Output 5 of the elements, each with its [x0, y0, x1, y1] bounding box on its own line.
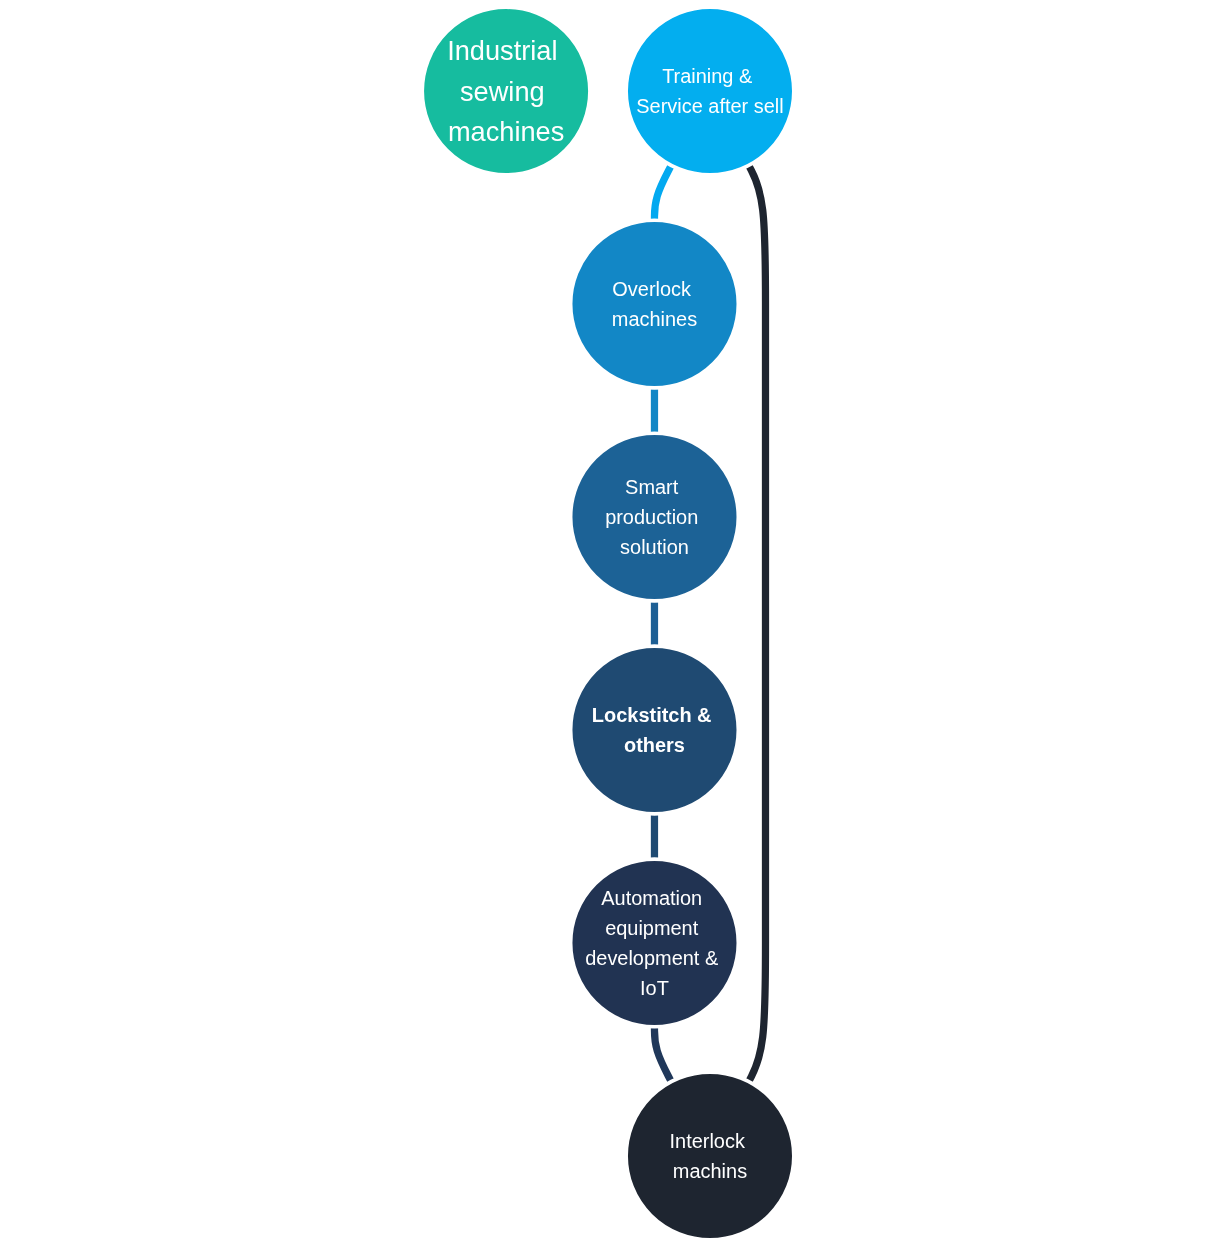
connector — [650, 387, 659, 434]
connector — [650, 813, 659, 860]
connector — [650, 600, 659, 647]
connector — [650, 163, 675, 221]
connector — [650, 1026, 675, 1084]
